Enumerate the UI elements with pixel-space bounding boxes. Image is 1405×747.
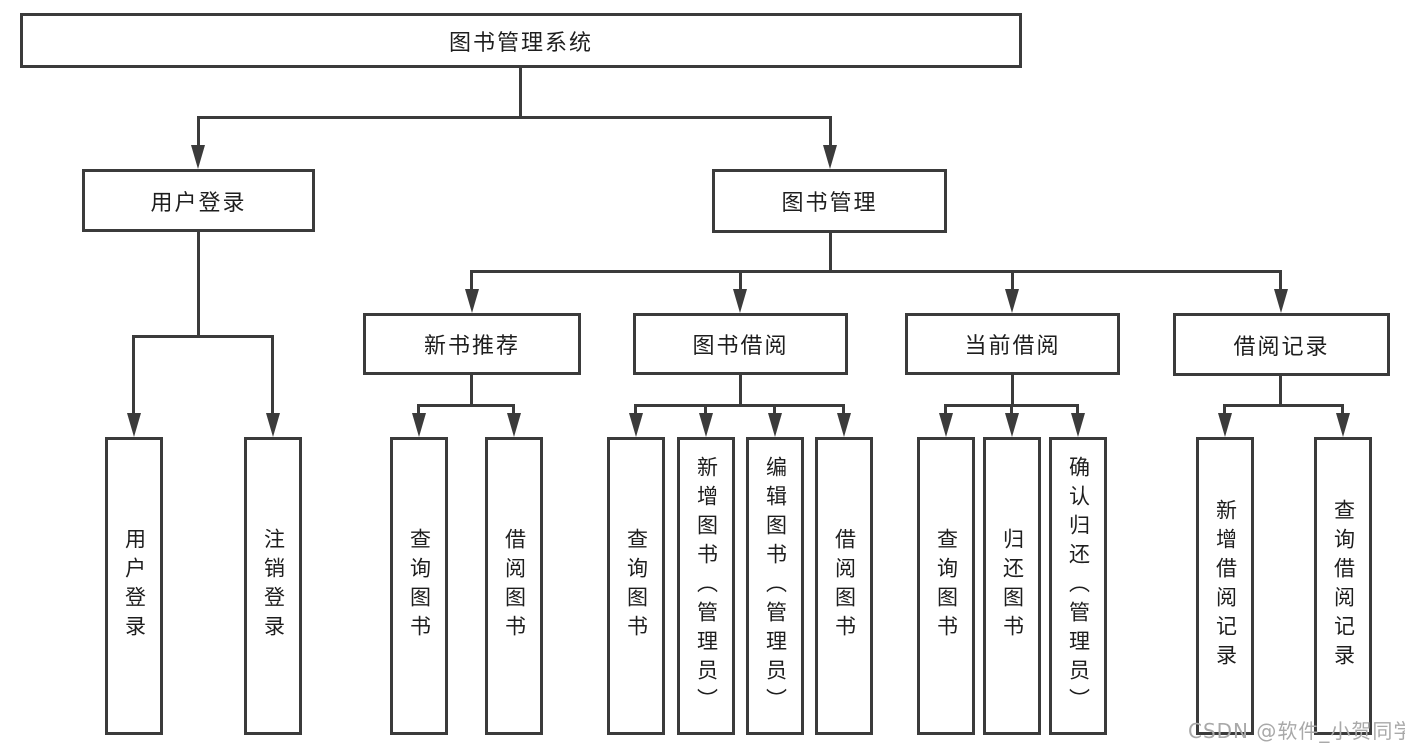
leaf-recommend-borrow-books: 借阅图书 bbox=[485, 437, 543, 735]
connector-user-shaft-2 bbox=[271, 335, 274, 415]
connector-mgmt-shaft-2 bbox=[739, 270, 742, 292]
node-book-management: 图书管理 bbox=[712, 169, 947, 233]
leaf-borrow-edit-books-admin: 编辑图书（管理员） bbox=[746, 437, 804, 735]
connector-shaft bbox=[842, 404, 845, 416]
connector-shaft bbox=[634, 404, 637, 416]
connector-user-shaft-1 bbox=[132, 335, 135, 415]
node-current-borrowing: 当前借阅 bbox=[905, 313, 1120, 375]
leaf-borrow-add-books-admin: 新增图书（管理员） bbox=[677, 437, 735, 735]
leaf-current-confirm-return-admin: 确认归还（管理员） bbox=[1049, 437, 1107, 735]
connector-mgmt-shaft-1 bbox=[470, 270, 473, 292]
connector-mgmt-shaft-3 bbox=[1011, 270, 1014, 292]
arrowhead-to-borrow-query bbox=[629, 413, 643, 437]
leaf-logout: 注销登录 bbox=[244, 437, 302, 735]
arrowhead-to-new-book-recommend bbox=[465, 289, 479, 313]
node-user-login: 用户登录 bbox=[82, 169, 315, 232]
connector-mgmt-shaft-4 bbox=[1279, 270, 1282, 292]
connector-current-stub bbox=[1011, 374, 1014, 406]
leaf-records-add-record: 新增借阅记录 bbox=[1196, 437, 1254, 735]
leaf-records-query-record: 查询借阅记录 bbox=[1314, 437, 1372, 735]
leaf-current-return-books: 归还图书 bbox=[983, 437, 1041, 735]
arrowhead-to-current-query bbox=[939, 413, 953, 437]
arrowhead-to-records-query bbox=[1336, 413, 1350, 437]
connector-shaft bbox=[417, 404, 420, 416]
arrowhead-to-current-confirm bbox=[1071, 413, 1085, 437]
arrowhead-to-user-login bbox=[191, 145, 205, 169]
leaf-borrow-query-books: 查询图书 bbox=[607, 437, 665, 735]
arrowhead-to-recommend-query bbox=[412, 413, 426, 437]
connector-book-management-stub bbox=[829, 232, 832, 272]
connector-shaft bbox=[1010, 404, 1013, 416]
connector-root-horizontal bbox=[197, 116, 832, 119]
node-book-borrowing: 图书借阅 bbox=[633, 313, 848, 375]
connector-recommend-horizontal bbox=[417, 404, 515, 407]
arrowhead-to-book-borrowing bbox=[733, 289, 747, 313]
connector-shaft bbox=[1076, 404, 1079, 416]
node-new-book-recommend: 新书推荐 bbox=[363, 313, 581, 375]
arrowhead-to-borrowing-records bbox=[1274, 289, 1288, 313]
connector-user-login-stub bbox=[197, 231, 200, 337]
node-root-system: 图书管理系统 bbox=[20, 13, 1022, 68]
node-borrowing-records: 借阅记录 bbox=[1173, 313, 1390, 376]
arrowhead-to-borrow-edit bbox=[768, 413, 782, 437]
connector-root-shaft-left bbox=[197, 116, 200, 147]
connector-records-stub bbox=[1279, 374, 1282, 406]
connector-records-horizontal bbox=[1223, 404, 1344, 407]
connector-shaft bbox=[1223, 404, 1226, 416]
arrowhead-to-leaf-user-login bbox=[127, 413, 141, 437]
csdn-watermark: CSDN @软件_小贺同学 bbox=[1188, 719, 1405, 743]
arrowhead-to-current-borrowing bbox=[1005, 289, 1019, 313]
connector-user-login-horizontal bbox=[132, 335, 274, 338]
leaf-recommend-query-books: 查询图书 bbox=[390, 437, 448, 735]
arrowhead-to-recommend-borrow bbox=[507, 413, 521, 437]
arrowhead-to-records-add bbox=[1218, 413, 1232, 437]
arrowhead-to-borrow-borrow bbox=[837, 413, 851, 437]
connector-shaft bbox=[1341, 404, 1344, 416]
leaf-current-query-books: 查询图书 bbox=[917, 437, 975, 735]
connector-shaft bbox=[944, 404, 947, 416]
leaf-user-login: 用户登录 bbox=[105, 437, 163, 735]
connector-recommend-stub bbox=[470, 374, 473, 406]
connector-borrowing-horizontal bbox=[634, 404, 845, 407]
connector-shaft bbox=[704, 404, 707, 416]
connector-shaft bbox=[773, 404, 776, 416]
connector-shaft bbox=[512, 404, 515, 416]
connector-root-shaft-right bbox=[829, 116, 832, 147]
arrowhead-to-leaf-logout bbox=[266, 413, 280, 437]
connector-borrowing-stub bbox=[739, 374, 742, 406]
connector-book-management-horizontal bbox=[470, 270, 1282, 273]
arrowhead-to-book-management bbox=[823, 145, 837, 169]
connector-root-stub bbox=[519, 68, 522, 118]
arrowhead-to-current-return bbox=[1005, 413, 1019, 437]
leaf-borrow-borrow-books: 借阅图书 bbox=[815, 437, 873, 735]
arrowhead-to-borrow-add bbox=[699, 413, 713, 437]
